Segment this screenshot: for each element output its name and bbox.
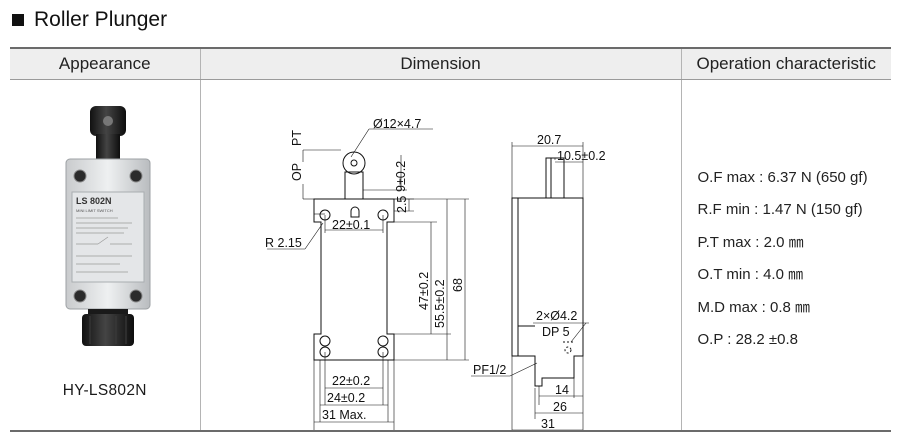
spec-row: LS 802N MINI LIMIT SWITCH bbox=[10, 79, 891, 432]
lower-hole-spacing-label: 22±0.2 bbox=[332, 374, 370, 388]
radius-label: R 2.15 bbox=[265, 236, 302, 250]
conduit-label: PF1/2 bbox=[473, 363, 506, 377]
pt-label: PT bbox=[290, 130, 304, 146]
header-row: Appearance Dimension Operation character… bbox=[10, 47, 891, 80]
body-height-a-label: 55.5±0.2 bbox=[433, 279, 447, 328]
plunger-icon bbox=[96, 134, 120, 162]
plunger-offset-label: 10.5±0.2 bbox=[557, 149, 606, 163]
conduit-icon bbox=[88, 309, 128, 315]
mount-hole-icon bbox=[73, 169, 87, 183]
mount-hole-icon bbox=[129, 169, 143, 183]
header-operation: Operation characteristic bbox=[680, 47, 891, 80]
upper-hole-spacing-label: 22±0.1 bbox=[332, 218, 370, 232]
front-view-dims bbox=[266, 128, 469, 430]
dimension-cell: Ø12×4.7 PT OP 9±0.2 22±0.1 2.5 R 2.15 47… bbox=[199, 79, 681, 432]
dimension-drawing: Ø12×4.7 PT OP 9±0.2 22±0.1 2.5 R 2.15 47… bbox=[265, 117, 606, 430]
limit-switch-photo: LS 802N MINI LIMIT SWITCH bbox=[65, 106, 151, 346]
overall-top-label: 20.7 bbox=[537, 133, 561, 147]
conduit-pos-label: 14 bbox=[555, 383, 569, 397]
operation-list: O.F max : 6.37 N (650 gf) R.F min : 1.47… bbox=[698, 162, 868, 356]
conduit-nut-icon bbox=[82, 314, 134, 346]
roller-pin-icon bbox=[103, 116, 113, 126]
label-sub-text: MINI LIMIT SWITCH bbox=[76, 208, 113, 213]
top-offset-label: 9±0.2 bbox=[394, 161, 408, 192]
op-label: OP bbox=[290, 163, 304, 181]
operation-item-ot: O.T min : 4.0 ㎜ bbox=[697, 266, 804, 284]
operation-item-of: O.F max : 6.37 N (650 gf) bbox=[697, 169, 868, 186]
header-appearance: Appearance bbox=[10, 47, 200, 80]
label-fine-print-icon bbox=[76, 217, 132, 273]
max-width-label: 31 Max. bbox=[322, 408, 366, 422]
overall-width-label: 31 bbox=[541, 417, 555, 430]
hole-height-label: 47±0.2 bbox=[417, 272, 431, 310]
label-model-text: LS 802N bbox=[76, 196, 112, 206]
operation-item-md: M.D max : 0.8 ㎜ bbox=[697, 298, 811, 316]
section-title: Roller Plunger bbox=[12, 6, 167, 34]
operation-item-op: O.P : 28.2 ±0.8 bbox=[697, 330, 799, 348]
appearance-cell: LS 802N MINI LIMIT SWITCH bbox=[10, 79, 200, 432]
operation-item-pt: P.T max : 2.0 ㎜ bbox=[697, 233, 804, 251]
operation-cell: O.F max : 6.37 N (650 gf) R.F min : 1.47… bbox=[680, 79, 891, 432]
lower-width-label: 24±0.2 bbox=[327, 391, 365, 405]
body-height-b-label: 68 bbox=[451, 278, 465, 292]
section-title-text: Roller Plunger bbox=[34, 8, 168, 31]
spec-table: Appearance Dimension Operation character… bbox=[10, 47, 891, 432]
front-view-outline bbox=[313, 151, 394, 361]
mount-hole-icon bbox=[129, 289, 143, 303]
side-view-outline bbox=[511, 157, 583, 387]
square-bullet-icon bbox=[12, 14, 24, 26]
roller-diameter-label: Ø12×4.7 bbox=[373, 117, 421, 131]
mount-hole-icon bbox=[73, 289, 87, 303]
model-name: HY-LS802N bbox=[62, 382, 147, 399]
side-view-dims bbox=[470, 142, 589, 430]
holes-label: 2×Ø4.2 bbox=[536, 309, 577, 323]
upper-offset-label: 2.5 bbox=[395, 196, 409, 213]
operation-item-rf: R.F min : 1.47 N (150 gf) bbox=[697, 201, 863, 219]
header-dimension: Dimension bbox=[199, 47, 681, 80]
mount-width-label: 26 bbox=[553, 400, 567, 414]
hole-depth-label: DP 5 bbox=[542, 325, 570, 339]
